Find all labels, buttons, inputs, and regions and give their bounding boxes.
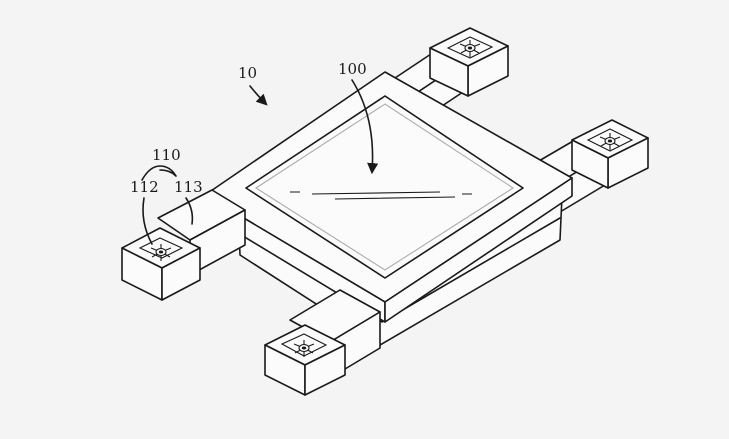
arm-top-right (391, 27, 509, 123)
label-panel: 100 (338, 60, 367, 78)
leader-panel (351, 79, 379, 175)
central-body (204, 71, 573, 346)
leader-part-b (185, 197, 194, 225)
leader-part-a (142, 197, 153, 245)
label-part-a: 112 (130, 178, 159, 196)
label-device: 10 (238, 64, 257, 82)
display-panel (245, 95, 524, 279)
label-module: 110 (152, 146, 181, 164)
label-part-b: 113 (174, 178, 203, 196)
leader-device (249, 85, 268, 106)
brace-module (141, 165, 177, 181)
arm-bottom (264, 289, 381, 396)
arm-left (121, 189, 246, 301)
